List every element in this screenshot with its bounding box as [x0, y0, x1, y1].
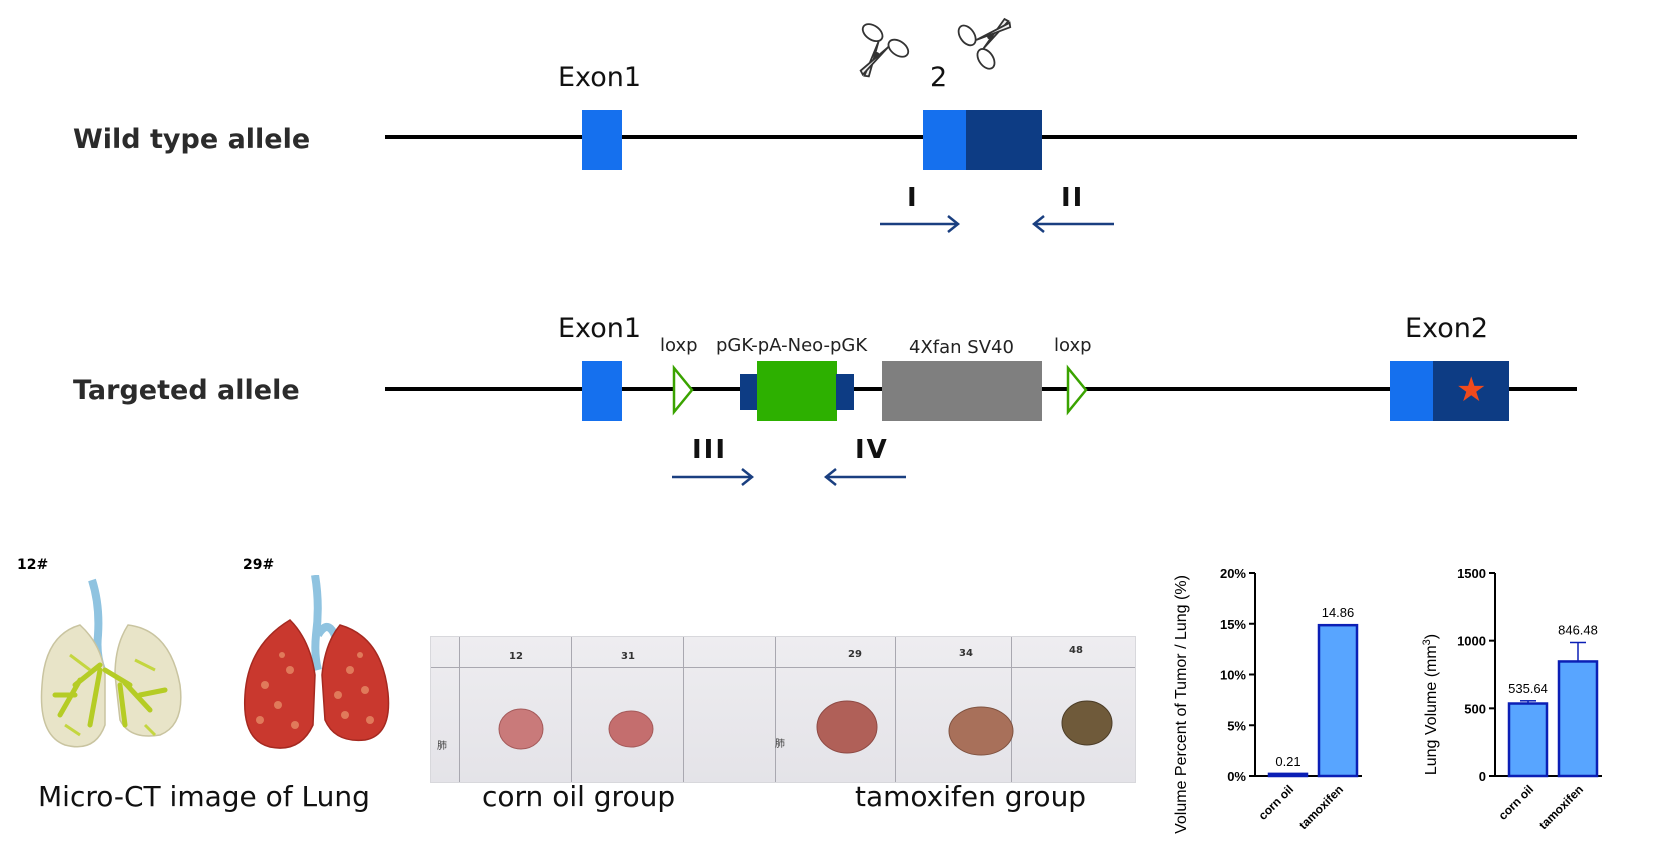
- loxp-left-triangle: [672, 364, 694, 416]
- photo-sample-number: 34: [959, 648, 973, 659]
- photo-sample-number: 29: [848, 649, 862, 660]
- y-tick-label: 20%: [1220, 566, 1246, 581]
- microct-lung-normal: [40, 578, 182, 748]
- photo-side-char: 肺: [437, 741, 447, 752]
- wild-type-exon2-light: [923, 110, 967, 170]
- scissors-icon-right: [957, 17, 1012, 70]
- photo-col-line: [1011, 637, 1012, 782]
- microct-images: [40, 575, 390, 749]
- corn-oil-caption: corn oil group: [482, 780, 676, 813]
- loxp-left-label: loxp: [660, 335, 698, 356]
- primer-iii-arrow: [672, 468, 755, 486]
- y-tick-label: 1500: [1457, 566, 1486, 581]
- photo-col-line: [895, 637, 896, 782]
- lung-volume-chart: 0 500 1000 1500 535.64 corn oil 846.48 tamoxife…: [1421, 566, 1602, 832]
- wild-type-exon1-label: Exon1: [558, 62, 642, 93]
- microct-sample-b-label: 29#: [243, 557, 275, 573]
- data-label: 535.64: [1508, 681, 1548, 696]
- y-tick-label: 0%: [1227, 769, 1246, 784]
- data-label: 846.48: [1558, 622, 1598, 637]
- wild-type-exon2-dark: [966, 110, 1042, 170]
- cassette-label: pGK-pA-Neo-pGK: [716, 335, 868, 356]
- photo-col-line: [775, 637, 776, 782]
- data-label: 0.21: [1275, 754, 1300, 769]
- primer-i-arrow: [880, 215, 961, 233]
- y-tick-label: 15%: [1220, 617, 1246, 632]
- photo-col-line: [683, 637, 684, 782]
- mutation-star-icon: ★: [1456, 370, 1487, 410]
- sv40-box: [882, 361, 1042, 421]
- y-tick-label: 1000: [1457, 634, 1486, 649]
- photo-row-line: [431, 667, 1135, 668]
- microct-lung-tumor: [243, 575, 390, 749]
- y-tick-label: 0: [1479, 769, 1486, 784]
- microct-caption: Micro-CT image of Lung: [38, 780, 370, 813]
- loxp-right-label: loxp: [1054, 335, 1092, 356]
- tumor-volume-chart: 0% 5% 10% 15% 20% 0.21 corn oil 14.86 tamoxifen V…: [1173, 566, 1362, 834]
- microct-sample-a-label: 12#: [17, 557, 49, 573]
- wild-type-exon1: [582, 110, 622, 170]
- wild-type-exon2-label: 2: [930, 62, 948, 93]
- y-tick-label: 500: [1464, 701, 1486, 716]
- photo-sample-number: 12: [509, 651, 523, 662]
- primer-iii-label: III: [692, 435, 728, 465]
- bar: [1267, 772, 1309, 778]
- primer-i-label: I: [907, 183, 919, 213]
- scissors-icon-left: [859, 23, 910, 78]
- bar: [1317, 623, 1359, 778]
- primer-iv-arrow: [823, 468, 906, 486]
- targeted-exon1-label: Exon1: [558, 313, 642, 344]
- targeted-exon2-light: [1390, 361, 1434, 421]
- photo-lung-samples: [498, 700, 1113, 756]
- targeted-exon2-dark: [1433, 361, 1509, 421]
- lung-photo: 12 31 29 34 48 肺 肺: [430, 636, 1136, 783]
- neo-cassette-box: [757, 361, 837, 421]
- category-label: corn oil: [1256, 782, 1297, 823]
- category-label: corn oil: [1496, 782, 1537, 823]
- photo-col-line: [459, 637, 460, 782]
- wild-type-title: Wild type allele: [73, 124, 311, 155]
- targeted-allele-title: Targeted allele: [73, 375, 300, 406]
- photo-col-line: [571, 637, 572, 782]
- primer-ii-arrow: [1031, 215, 1114, 233]
- targeted-exon1: [582, 361, 622, 421]
- data-label: 14.86: [1322, 605, 1355, 620]
- photo-side-char: 肺: [775, 739, 785, 750]
- y-axis-label: Volume Percent of Tumor / Lung (%): [1173, 575, 1190, 834]
- primer-iv-label: IV: [855, 435, 889, 465]
- bar: [1557, 660, 1599, 778]
- category-label: tamoxifen: [1536, 782, 1586, 832]
- y-tick-label: 10%: [1220, 668, 1246, 683]
- sv40-label: 4Xfan SV40: [909, 337, 1014, 358]
- photo-sample-number: 31: [621, 651, 635, 662]
- photo-sample-number: 48: [1069, 645, 1083, 656]
- loxp-right-triangle: [1066, 364, 1088, 416]
- targeted-exon2-label: Exon2: [1405, 313, 1489, 344]
- category-label: tamoxifen: [1296, 782, 1346, 832]
- bar: [1507, 702, 1549, 778]
- cassette-pgk-left: [740, 374, 758, 410]
- y-tick-label: 5%: [1227, 718, 1246, 733]
- y-axis-label: Lung Volume (mm3): [1421, 634, 1440, 775]
- primer-ii-label: II: [1061, 183, 1085, 213]
- cassette-pgk-right: [836, 374, 854, 410]
- tamoxifen-caption: tamoxifen group: [855, 780, 1087, 813]
